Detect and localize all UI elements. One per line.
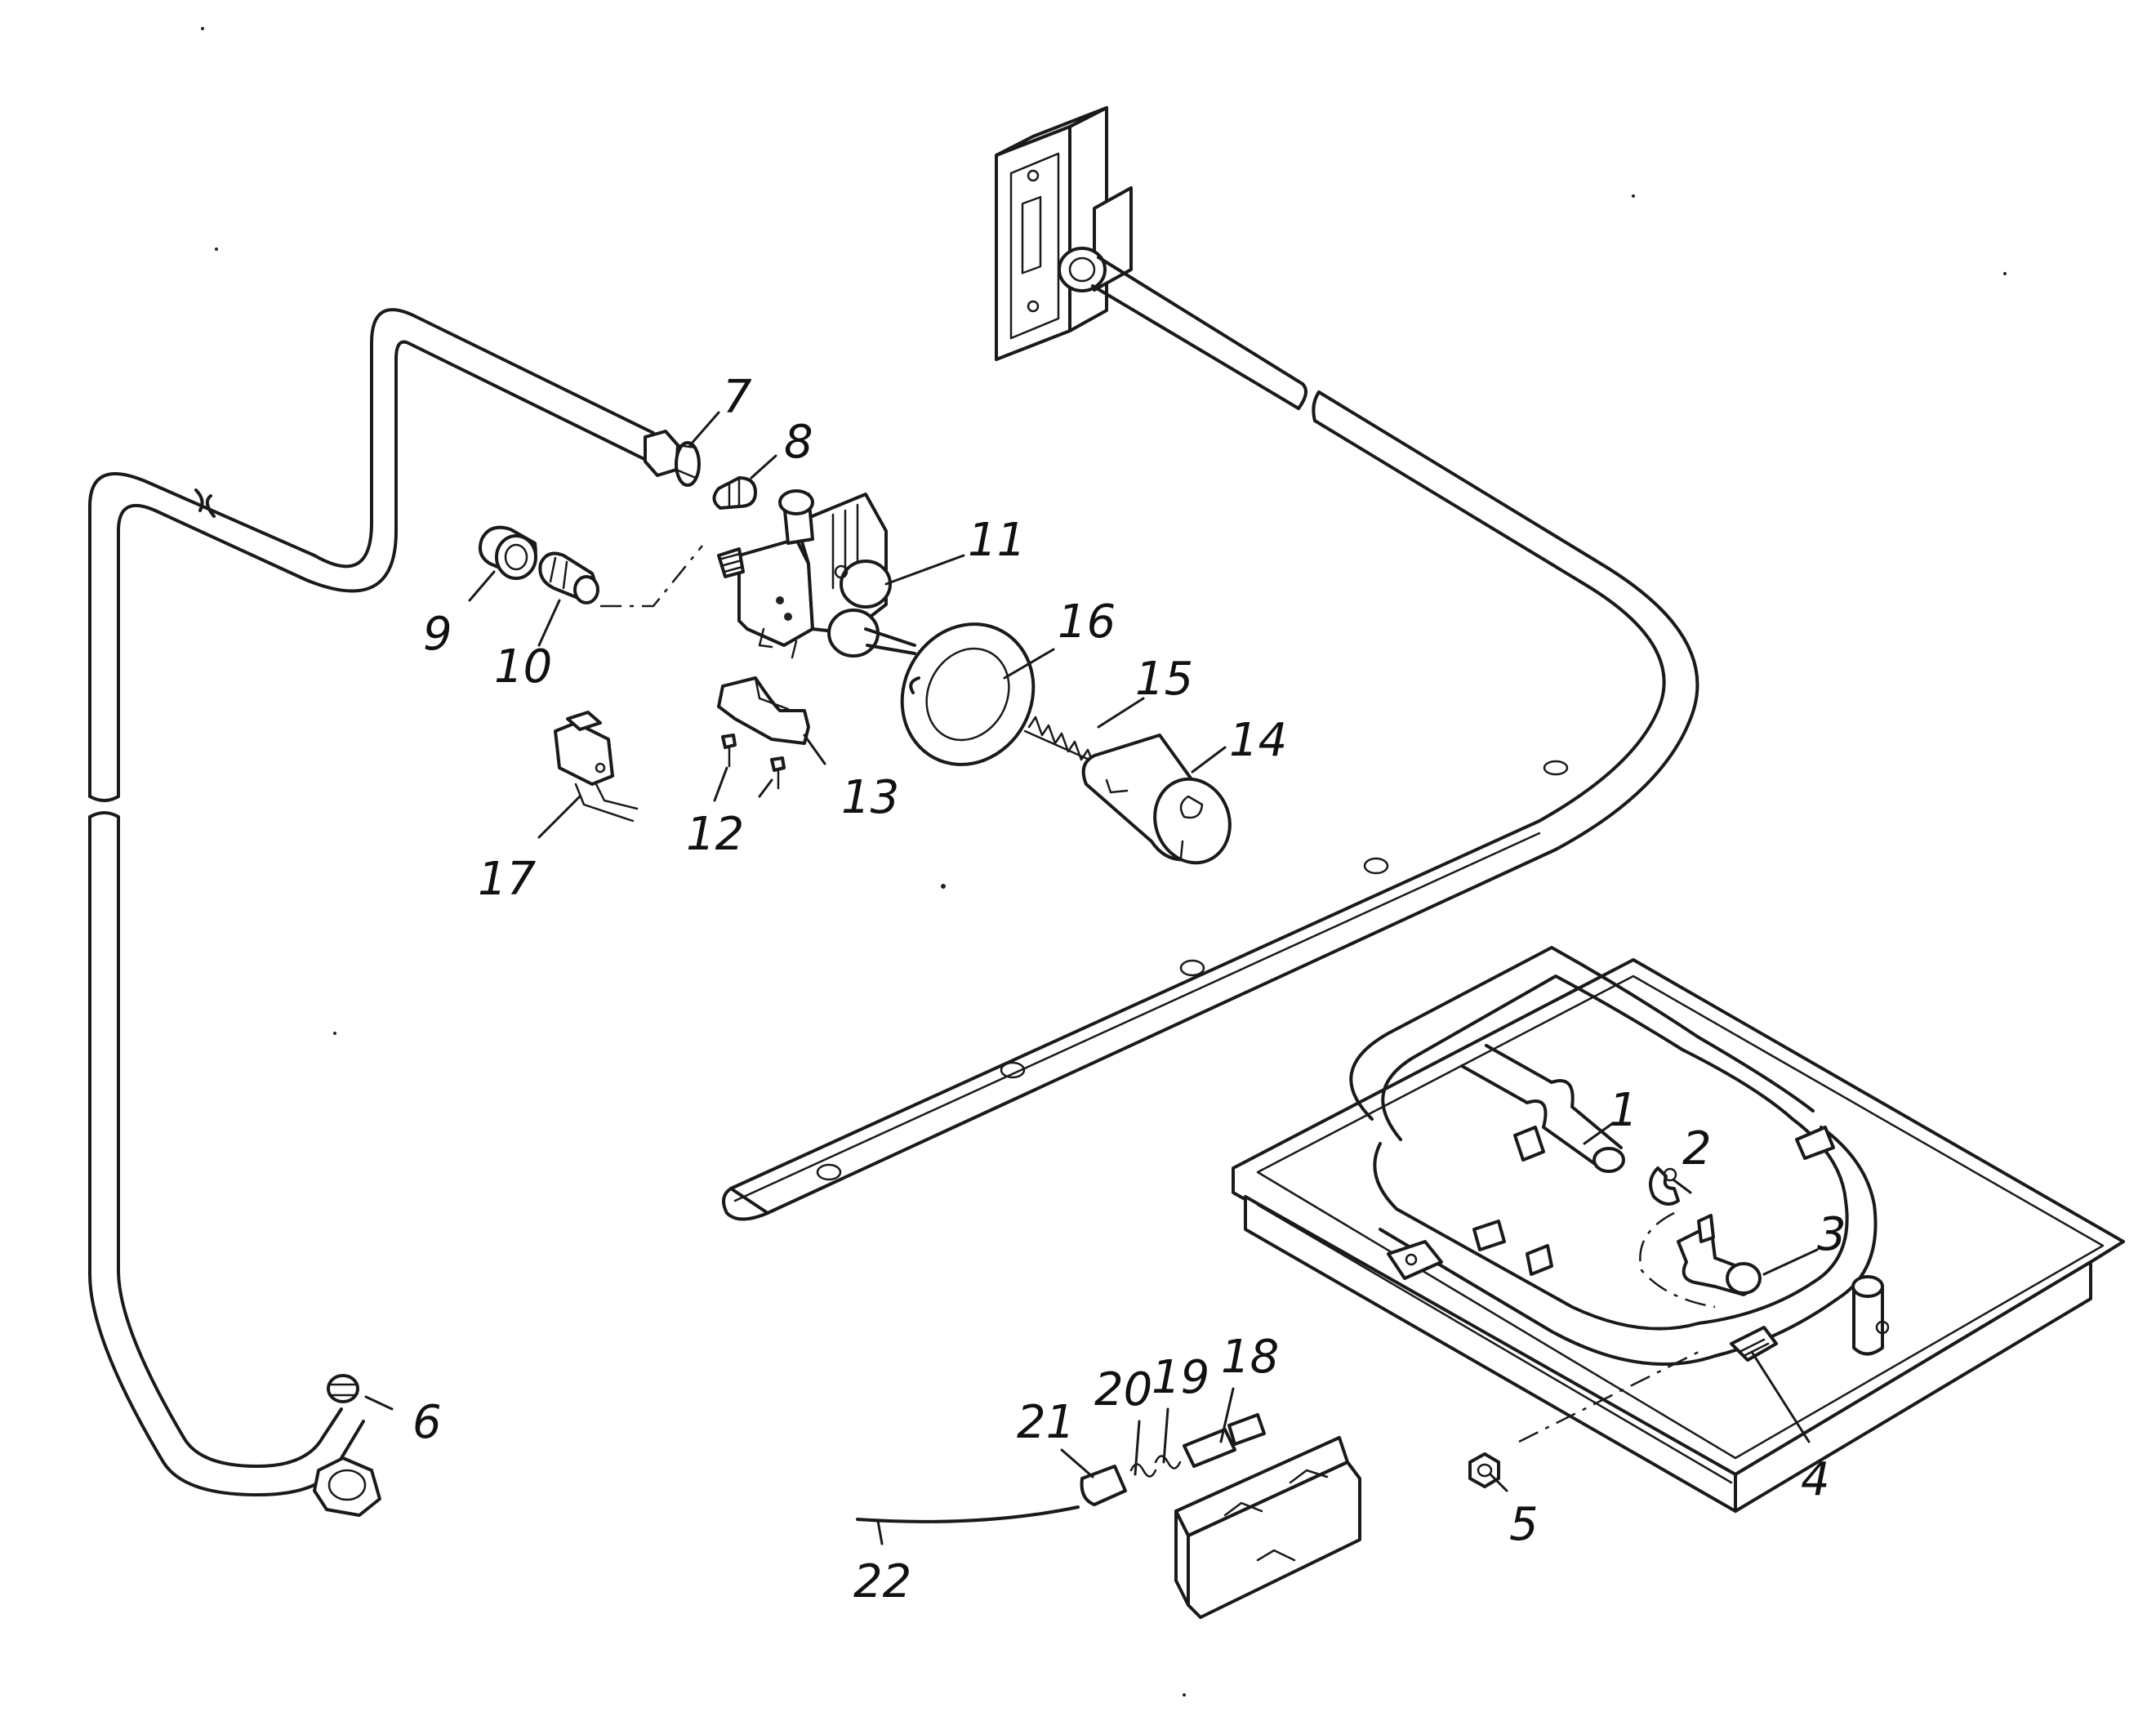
callout-21: 21 (1017, 1396, 1075, 1449)
callout-22: 22 (853, 1555, 911, 1608)
burner-outline-dashed (1639, 1211, 1716, 1309)
callout-labels: 1 2 3 4 5 6 7 8 9 10 11 12 13 14 15 16 1… (412, 371, 1846, 1608)
burner-ring-1 (1349, 946, 1878, 1366)
wall-mounting-plate (995, 106, 1133, 361)
part-3-bracket (1677, 1214, 1762, 1296)
igniter-4 (1730, 1326, 1778, 1362)
shield-bracket (1174, 1436, 1361, 1619)
callout-4: 4 (1801, 1453, 1830, 1506)
spring-15 (1023, 716, 1100, 768)
part-10 (538, 551, 599, 604)
callout-6: 6 (412, 1396, 442, 1449)
callout-11: 11 (968, 514, 1026, 567)
callout-18: 18 (1221, 1331, 1279, 1384)
nipple-8 (712, 476, 757, 510)
part-17 (554, 711, 639, 823)
callout-2: 2 (1682, 1122, 1712, 1175)
right-supply-pipe (1091, 256, 1699, 851)
left-supply-pipe (88, 308, 655, 1496)
callout-17: 17 (478, 853, 537, 906)
leader-lines (364, 411, 1819, 1545)
knob-14 (1081, 734, 1232, 865)
nut-6 (313, 1456, 381, 1517)
fitting-7 (644, 430, 701, 487)
callout-20: 20 (1094, 1363, 1152, 1416)
bracket-13 (717, 676, 810, 745)
thermocouple-assembly (856, 1413, 1266, 1523)
post-right (1851, 1275, 1890, 1356)
callout-13: 13 (841, 771, 899, 824)
part-9 (479, 525, 537, 580)
part-2 (1649, 1166, 1680, 1206)
ferrule-6 (327, 1374, 359, 1403)
burner-bar (722, 760, 1569, 1221)
ring-16 (900, 622, 1036, 766)
callout-12: 12 (686, 808, 744, 861)
screws-12 (721, 734, 786, 790)
callout-8: 8 (784, 416, 813, 469)
callout-1: 1 (1609, 1084, 1638, 1137)
callout-16: 16 (1058, 595, 1116, 649)
scan-specks (201, 27, 2007, 1697)
mount-tabs (1387, 1126, 1835, 1280)
callout-3: 3 (1817, 1208, 1846, 1261)
callout-7: 7 (723, 371, 752, 424)
assembly-axis-9-11 (600, 545, 703, 608)
gas-valve-11 (717, 489, 916, 659)
callout-19: 19 (1152, 1351, 1209, 1404)
nut-5 (1468, 1452, 1500, 1488)
callout-9: 9 (423, 608, 452, 661)
callout-10: 10 (494, 640, 552, 693)
burner-tray (1232, 958, 2125, 1513)
callout-14: 14 (1229, 714, 1287, 767)
callout-5: 5 (1509, 1498, 1539, 1551)
assembly-axis-5 (1518, 1350, 1699, 1443)
callout-15: 15 (1135, 653, 1193, 706)
